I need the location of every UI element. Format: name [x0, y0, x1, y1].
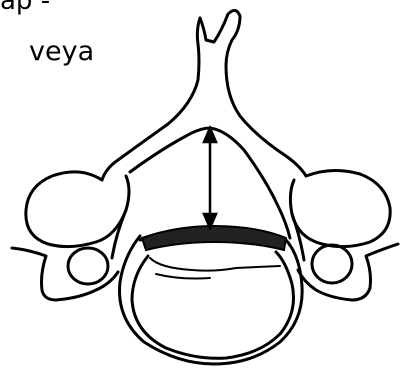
lamina-left-inner: [130, 128, 210, 172]
transverse-process-left: [26, 172, 129, 247]
lamina-right-inner: [210, 128, 290, 238]
vertebral-body-mid-line: [150, 258, 280, 271]
vertebral-body-mid-line-2: [156, 274, 210, 279]
foramen-transversarium-left: [68, 248, 108, 284]
pedicle-left: [112, 210, 126, 258]
canal-diameter-arrow: [204, 128, 216, 228]
veya-label: veya: [29, 38, 94, 65]
foramen-transversarium-right: [312, 245, 352, 283]
transverse-process-left-lower: [12, 248, 118, 300]
spinous-process: [200, 10, 306, 176]
shaded-endplate: [142, 226, 286, 250]
transverse-process-right: [290, 170, 390, 246]
vertebral-body-inner: [132, 252, 294, 358]
partial-label: ap -: [0, 0, 50, 14]
